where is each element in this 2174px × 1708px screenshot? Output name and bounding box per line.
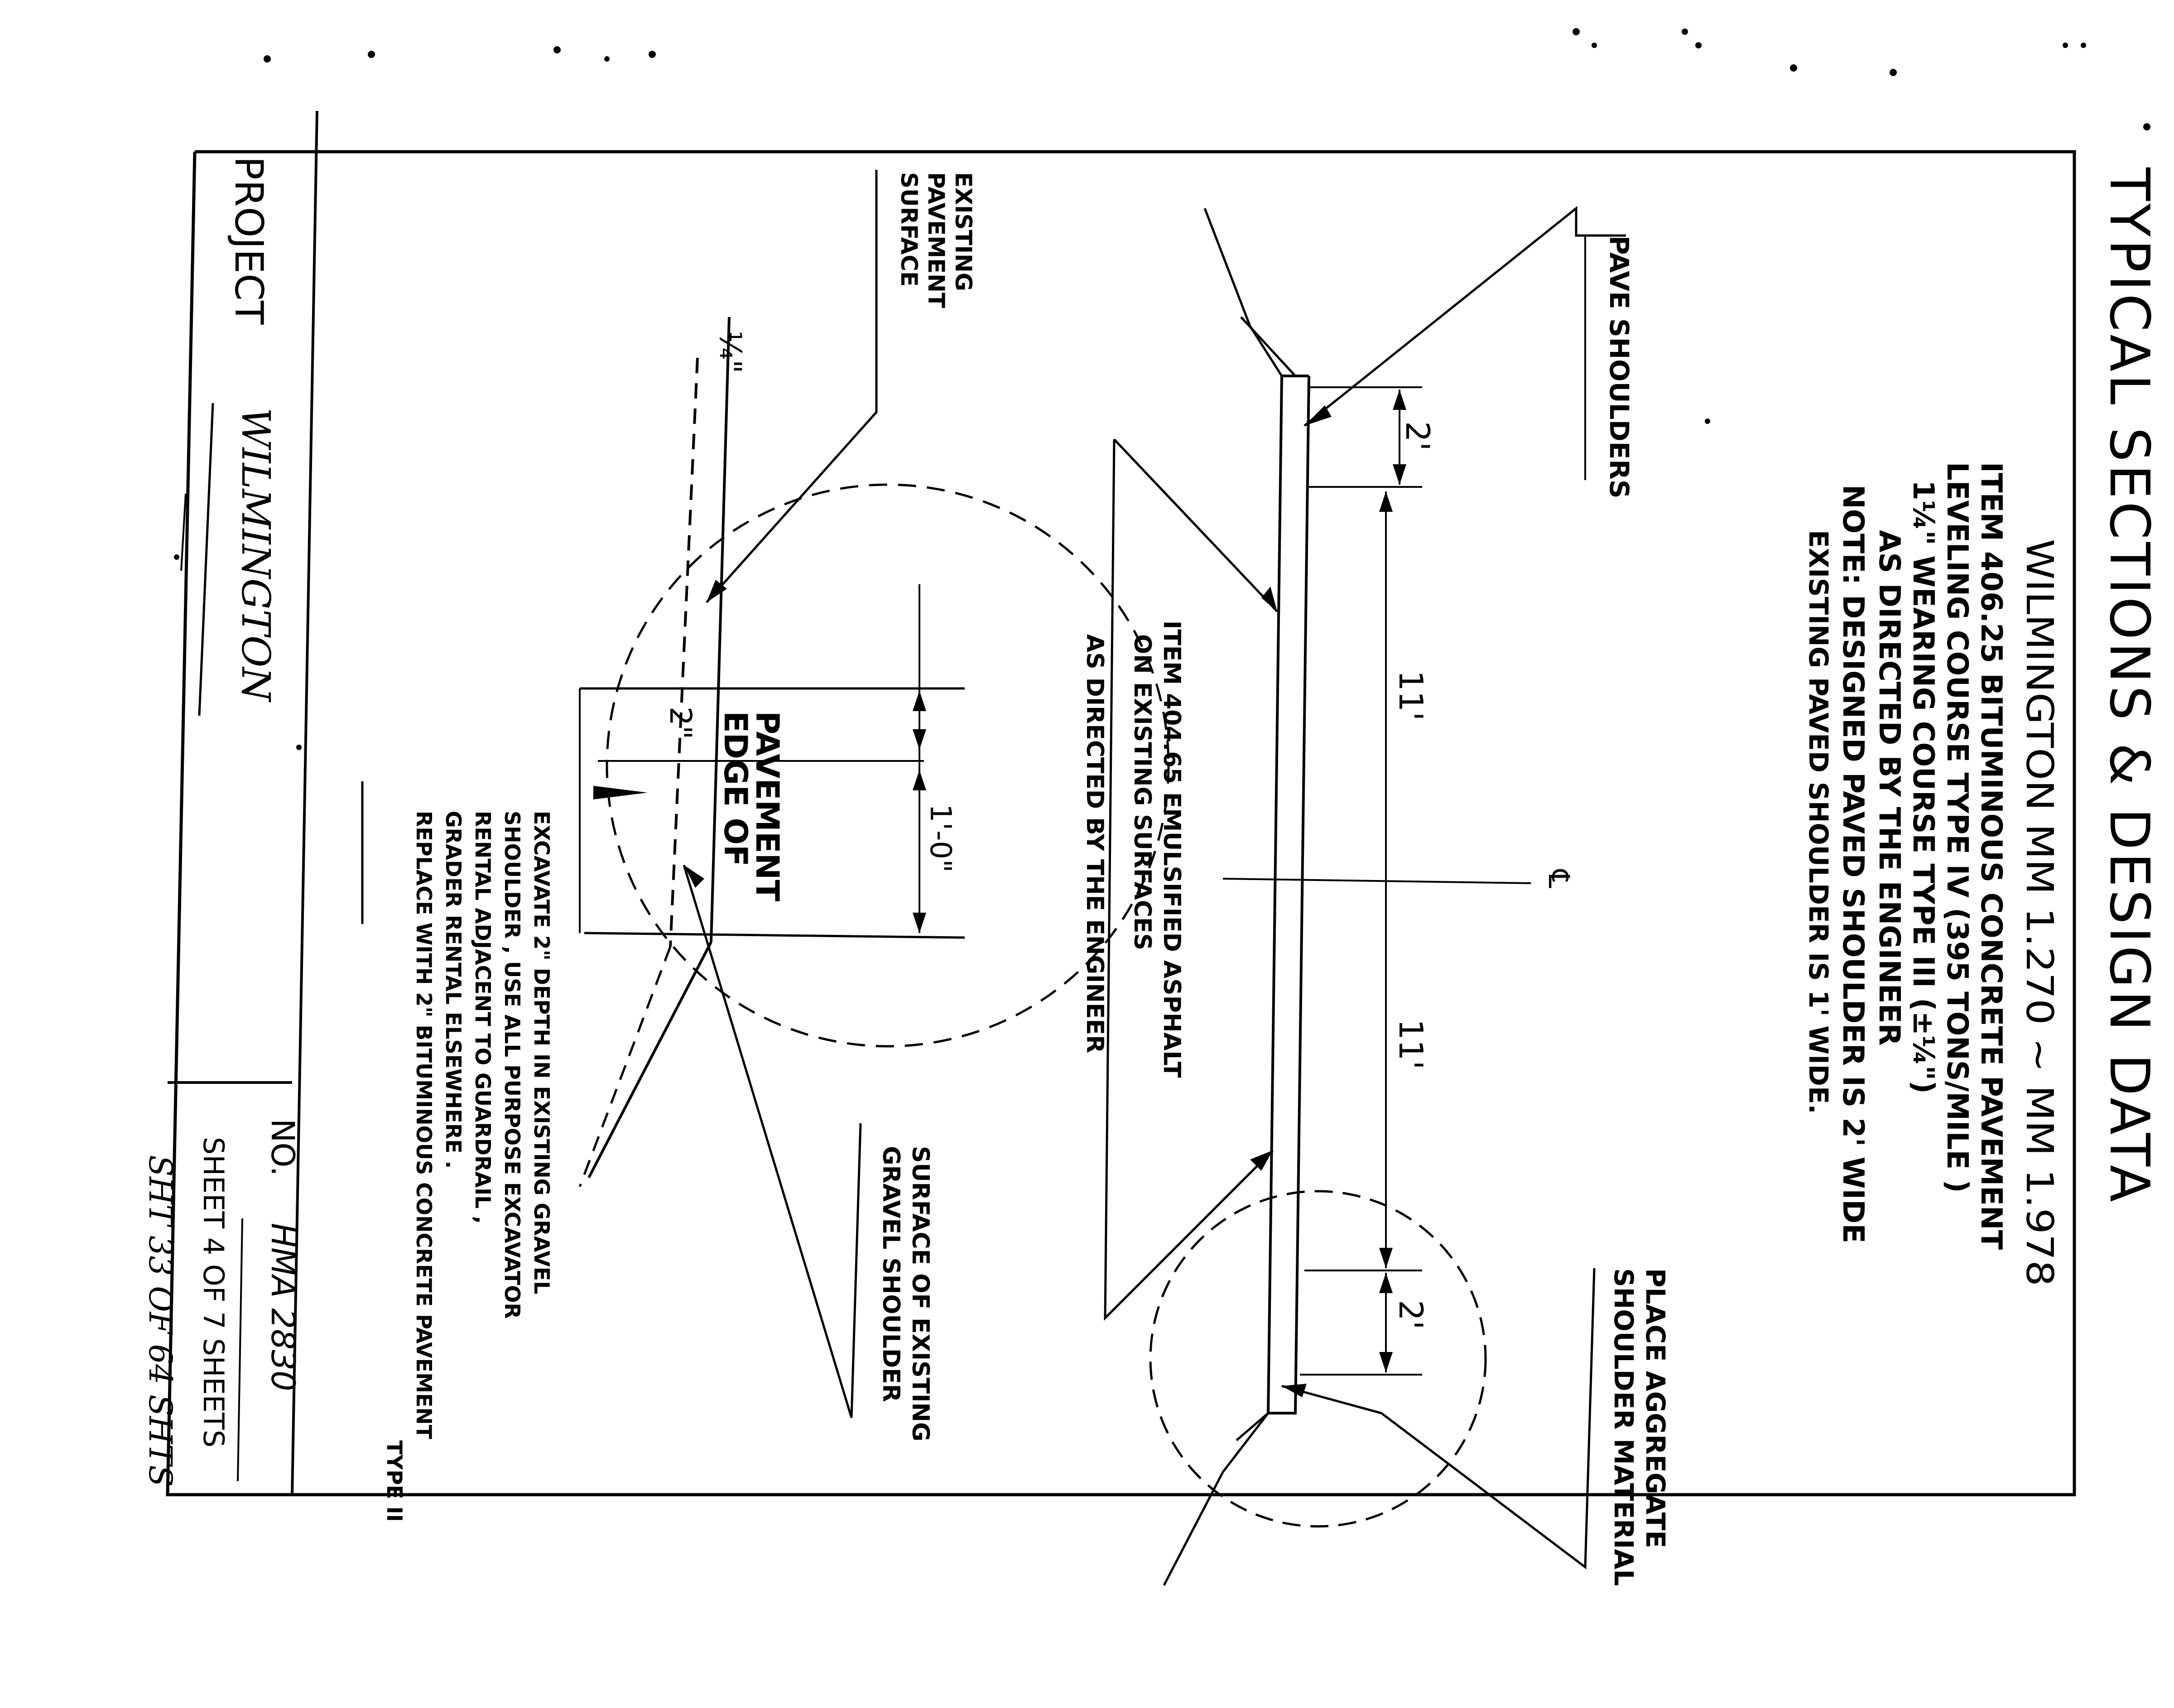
existing-pavement-leader [706,170,878,603]
place-aggregate-leader [1281,1268,1596,1569]
existing-pavement-line [710,317,731,943]
directed-line: AS DIRECTED BY THE ENGINEER [1872,530,1906,1046]
location-line: WILMINGTON MM 1.270 ~ MM 1.978 [2018,539,2061,1286]
header-notes: WILMINGTON MM 1.270 ~ MM 1.978 ITEM 406.… [1803,462,2061,1286]
detail-circle [606,483,1170,1048]
title-block: PROJECT WILMINGTON NO. HMA 2830 SHEET 4 … [142,156,302,1487]
place-aggregate-label-2: SHOULDER MATERIAL [1608,1268,1639,1586]
overlay-dashed-line [669,357,699,947]
dim-right-lane: 11' [1392,1019,1430,1069]
existing-pavement-label-1: EXISTING [950,172,976,291]
emulsified-label-2: ON EXISTING SURFACES [1129,634,1156,950]
edge-of-pavement-1: EDGE OF [717,711,754,866]
gravel-shoulder-label-1: SURFACE OF EXISTING [907,1146,934,1442]
pavement-slab [1266,375,1310,1415]
project-label: PROJECT [226,156,271,325]
dim-depth: 2" [663,707,698,739]
item-406-line: ITEM 406.25 BITUMINOUS CONCRETE PAVEMENT [1974,462,2008,1250]
centerline [1222,878,1531,884]
dim-arrows [1379,390,1406,1372]
emulsified-leader-2 [1104,439,1274,1321]
pave-shoulders-label: PAVE SHOULDERS [1604,236,1635,499]
handwritten-sheet-count: SHT 33 OF 64 SHTS [142,1155,179,1487]
dim-left-shoulder: 2' [1399,421,1437,451]
sheet-count: SHEET 4 OF 7 SHEETS [197,1137,230,1448]
drawing-no-value: HMA 2830 [264,1223,302,1391]
emulsified-label-1: ITEM 404.65 EMULSIFIED ASPHALT [1158,621,1185,1078]
width-dim-arrows [913,691,926,933]
detail-reference-circle [1149,1190,1487,1528]
project-name: WILMINGTON [233,408,278,702]
existing-pavement-label-2: PAVEMENT [923,172,949,308]
sheet-title: TYPICAL SECTIONS & DESIGN DATA [2097,167,2160,1205]
gravel-shoulder-leader [683,865,862,1418]
excavate-line-1: EXCAVATE 2" DEPTH IN EXISTING GRAVEL [529,811,554,1294]
centerline-symbol: ℄ [1542,869,1575,888]
typical-section: ℄ 2' 11' 11' 2' PAVE SHOULDERS PLACE AGG… [1081,206,1671,1586]
dim-quarter-inch: ¼" [713,331,748,373]
excavate-line-5: REPLACE WITH 2" BITUMINOUS CONCRETE PAVE… [412,811,436,1439]
depth-marker [593,786,648,799]
leveling-course-line: LEVELING COURSE TYPE IV (395 TONS/MILE ) [1940,462,1974,1193]
drawing-no-label: NO. [264,1119,301,1176]
edge-detail: ¼" 2" EDGE OF PAVEMENT 1'-0" EXISTING PA… [361,170,1170,1522]
emulsified-label-3: AS DIRECTED BY THE ENGINEER [1081,634,1108,1053]
place-aggregate-label-1: PLACE AGGREGATE [1640,1268,1671,1548]
edge-of-pavement-2: PAVEMENT [749,711,786,901]
excavate-line-2: SHOULDER , USE ALL PURPOSE EXCAVATOR [500,811,524,1319]
dim-width: 1'-0" [923,804,957,873]
scan-noise [174,28,2150,750]
gravel-shoulder-label-2: GRAVEL SHOULDER [877,1146,904,1402]
wearing-course-line: 1¼" WEARING COURSE TYPE III (±¼") [1906,480,1940,1094]
existing-pavement-label-3: SURFACE [896,172,922,287]
excavate-line-3: RENTAL ADJACENT TO GUARDRAIL , [471,811,495,1224]
excavate-line-6: TYPE II [382,1440,407,1522]
dim-right-shoulder: 2' [1392,1300,1430,1330]
excavate-line-4: GRADER RENTAL ELSEWHERE . [441,811,466,1169]
note-line-1: NOTE: DESIGNED PAVED SHOULDER IS 2' WIDE [1836,485,1870,1243]
sheet-border [166,111,2076,1496]
emulsified-leader-1 [1113,438,1278,612]
note-line-2: EXISTING PAVED SHOULDER IS 1' WIDE. [1803,530,1834,1114]
pave-shoulders-leader [1303,206,1626,427]
dim-left-lane: 11' [1392,670,1430,721]
